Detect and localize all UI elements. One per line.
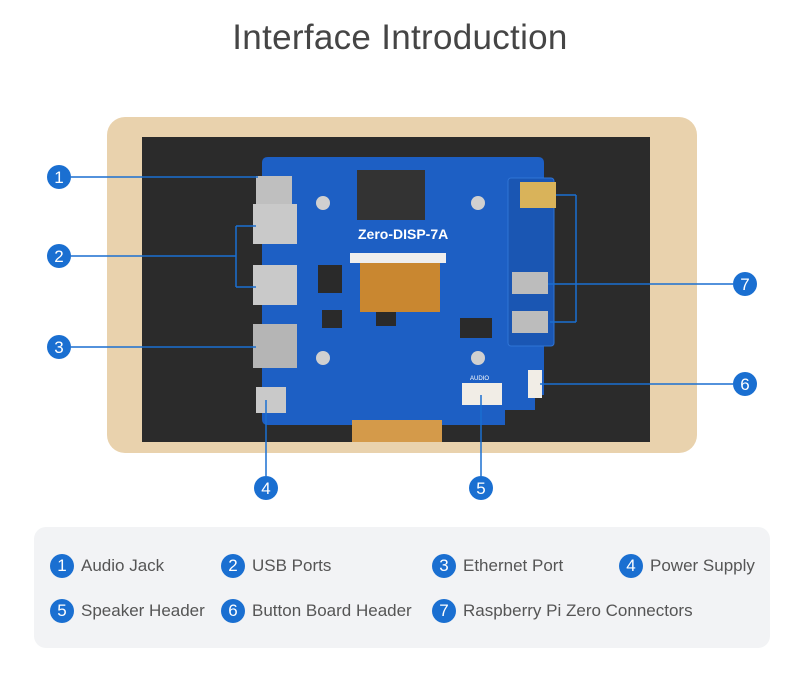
number-badge: 7 [432,599,456,623]
svg-text:2: 2 [54,247,63,266]
svg-text:6: 6 [740,375,749,394]
legend-item: 4 Power Supply [619,554,755,578]
legend-label: USB Ports [252,556,332,575]
legend-item: 3 Ethernet Port [432,554,563,578]
mounting-holes [316,196,485,365]
callout-lines [71,176,733,476]
legend-label: Ethernet Port [463,556,564,575]
mini-hdmi-connector [520,182,556,208]
legend-item: 1 Audio Jack [50,554,164,578]
audio-header-part [462,383,502,405]
number-badge: 6 [221,599,245,623]
callout-3: 3 [47,335,71,359]
main-chip [357,170,425,220]
callout-2: 2 [47,244,71,268]
legend-label: Speaker Header [81,601,205,620]
callout-4: 4 [254,476,278,500]
legend-label: Button Board Header [252,601,412,620]
legend-item: 5 Speaker Header [50,599,205,623]
micro-usb-connector [512,311,548,333]
callout-5: 5 [469,476,493,500]
number-badge: 2 [221,554,245,578]
product-diagram: Zero-DISP-7A AUDIO 1 2 3 4 5 6 7 [47,117,757,500]
callout-1: 1 [47,165,71,189]
legend-label: Audio Jack [81,556,165,575]
number-badge: 3 [432,554,456,578]
pi-zero-area [507,177,555,347]
legend-label: Power Supply [650,556,755,575]
svg-text:1: 1 [54,168,63,187]
svg-text:3: 3 [54,338,63,357]
svg-text:4: 4 [261,479,270,498]
callout-markers: 1 2 3 4 5 6 7 [47,165,757,500]
number-badge: 4 [619,554,643,578]
svg-text:7: 7 [740,275,749,294]
board-model-label: Zero-DISP-7A [358,226,448,242]
usb-c-part [256,387,286,413]
legend-label: Raspberry Pi Zero Connectors [463,601,693,620]
usb-port-part [253,204,297,244]
board-audio-label: AUDIO [470,376,489,382]
audio-jack-part [256,176,292,204]
fpc-ribbon [360,260,440,312]
ethernet-port-part [253,324,297,368]
callout-6: 6 [733,372,757,396]
number-badge: 5 [50,599,74,623]
legend-item: 7 Raspberry Pi Zero Connectors [432,599,693,623]
legend-item: 6 Button Board Header [221,599,412,623]
legend-item: 2 USB Ports [221,554,331,578]
svg-text:5: 5 [476,479,485,498]
micro-usb-connector [512,272,548,294]
number-badge: 1 [50,554,74,578]
usb-port-part [253,265,297,305]
page-title: Interface Introduction [232,18,568,57]
callout-7: 7 [733,272,757,296]
button-header-part [528,370,542,398]
